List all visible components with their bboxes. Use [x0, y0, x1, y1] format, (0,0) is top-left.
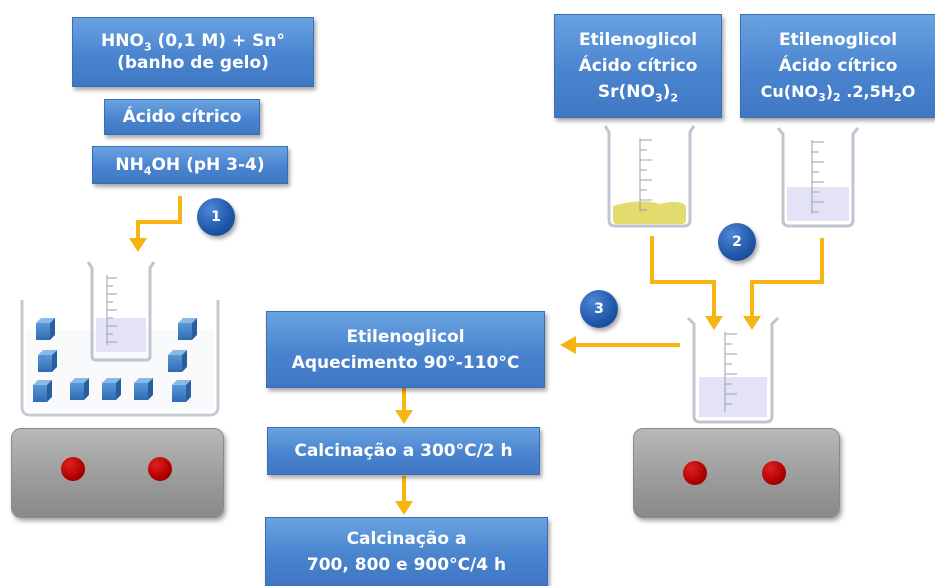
- reagent-sr-line3: Sr(NO3)2: [597, 82, 679, 105]
- process-box-calcinacao-300: Calcinação a 300°C/2 h: [267, 427, 540, 475]
- hotplate-left: [11, 428, 224, 518]
- step-badge-1: 1: [197, 198, 235, 236]
- process-box-etilenoglicol: Etilenoglicol Aquecimento 90°-110°C: [266, 311, 545, 388]
- process-step-c-line2: 700, 800 e 900°C/4 h: [306, 554, 507, 575]
- beaker-cu: [776, 127, 860, 228]
- reagent-box-sr: Etilenoglicol Ácido cítrico Sr(NO3)2: [554, 14, 722, 118]
- reagent-box-cu: Etilenoglicol Ácido cítrico Cu(NO3)2 .2,…: [740, 14, 935, 118]
- reagent-cu-line2: Ácido cítrico: [778, 56, 898, 76]
- beaker-mix: [686, 316, 780, 424]
- process-step-a-line1: Etilenoglicol: [346, 326, 465, 347]
- reagent-sr-line2: Ácido cítrico: [578, 56, 698, 76]
- step-badge-2: 2: [718, 223, 756, 261]
- step-box-hno3-sn-line1: HNO3 (0,1 M) + Sn°: [101, 31, 285, 54]
- step-box-nh4oh: NH4OH (pH 3-4): [92, 146, 288, 184]
- reagent-cu-line3: Cu(NO3)2 .2,5H2O: [760, 82, 916, 105]
- step-box-acido-citrico-label: Ácido cítrico: [122, 107, 242, 127]
- arrow-heads: [129, 238, 761, 515]
- beaker-sr: [603, 125, 696, 228]
- hotplate-right-knob-2: [762, 461, 786, 485]
- process-step-a-line2: Aquecimento 90°-110°C: [291, 352, 520, 373]
- process-step-b-line1: Calcinação a 300°C/2 h: [294, 441, 513, 461]
- step-box-acido-citrico: Ácido cítrico: [104, 99, 260, 135]
- hotplate-left-knob-2: [148, 457, 172, 481]
- step-badge-3: 3: [580, 290, 618, 328]
- hotplate-right-knob-1: [683, 461, 707, 485]
- process-step-c-line1: Calcinação a: [346, 528, 467, 549]
- hotplate-right: [633, 428, 840, 518]
- step-box-hno3-sn-line2: (banho de gelo): [117, 53, 269, 73]
- reagent-sr-line1: Etilenoglicol: [578, 30, 698, 50]
- flow-arrows: [136, 196, 824, 505]
- beaker-ice-bath: [86, 261, 156, 362]
- reagent-cu-line1: Etilenoglicol: [778, 30, 898, 50]
- process-box-calcinacao-final: Calcinação a 700, 800 e 900°C/4 h: [265, 517, 548, 586]
- step-box-hno3-sn: HNO3 (0,1 M) + Sn° (banho de gelo): [72, 17, 314, 87]
- hotplate-left-knob-1: [61, 457, 85, 481]
- step-box-nh4oh-label: NH4OH (pH 3-4): [115, 155, 265, 178]
